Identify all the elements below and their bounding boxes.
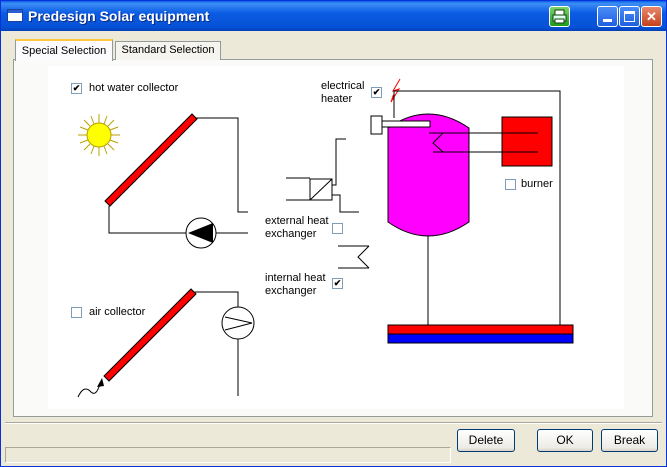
tank-piping: [393, 90, 561, 325]
air-collector-label: air collector: [89, 306, 146, 318]
minimize-icon: [603, 19, 612, 22]
burner-label: burner: [521, 178, 553, 190]
external-heat-exchanger-label-line1: external heat: [265, 215, 329, 227]
maximize-icon: [624, 11, 635, 22]
hot-water-line: [387, 324, 574, 335]
printer-icon[interactable]: [549, 6, 570, 27]
air-duct: [194, 291, 239, 396]
app-icon: [7, 9, 23, 22]
minimize-button[interactable]: [597, 6, 618, 27]
footer-divider: [5, 422, 662, 424]
electrical-heater-checkbox[interactable]: [371, 87, 382, 98]
external-heat-exchanger-checkbox[interactable]: [332, 223, 343, 234]
external-heat-exchanger: [286, 138, 359, 213]
break-button[interactable]: Break: [601, 429, 658, 452]
close-button[interactable]: ✕: [641, 6, 662, 27]
hot-water-collector[interactable]: [104, 113, 198, 207]
burner-checkbox[interactable]: [505, 179, 516, 190]
window-title: Predesign Solar equipment: [28, 8, 210, 24]
system-schematic: [77, 78, 574, 398]
tab-standard-selection[interactable]: Standard Selection: [115, 41, 221, 60]
hot-water-collector-label: hot water collector: [89, 82, 179, 94]
cold-water-line: [387, 333, 574, 344]
maximize-button[interactable]: [619, 6, 640, 27]
pump-icon: [185, 217, 217, 249]
sun-icon: [78, 114, 120, 156]
burner-unit[interactable]: [501, 116, 553, 167]
internal-heat-exchanger-label-line1: internal heat: [265, 272, 326, 284]
delete-button[interactable]: Delete: [457, 429, 515, 452]
air-collector-checkbox[interactable]: [71, 307, 82, 318]
ok-button[interactable]: OK: [537, 429, 593, 452]
fan-icon: [221, 306, 255, 340]
status-bar: [5, 447, 451, 463]
internal-heat-exchanger-label-line2: exchanger: [265, 285, 317, 297]
internal-heat-exchanger-pipe: [338, 245, 370, 269]
title-bar[interactable]: Predesign Solar equipment ✕: [1, 1, 666, 31]
air-collector[interactable]: [103, 288, 197, 382]
close-icon: ✕: [646, 9, 657, 24]
air-flow-arrow-icon: [77, 378, 104, 398]
electrical-heater: [370, 115, 431, 135]
tab-special-selection[interactable]: Special Selection: [15, 39, 113, 61]
hot-water-collector-checkbox[interactable]: [71, 83, 82, 94]
system-diagram-canvas: hot water collector electrical heater bu…: [48, 66, 624, 409]
collector-loop: [108, 117, 248, 234]
storage-tank[interactable]: [387, 113, 470, 237]
electrical-heater-label-line1: electrical: [321, 80, 365, 92]
external-heat-exchanger-label-line2: exchanger: [265, 228, 317, 240]
printer-glyph: [552, 9, 567, 24]
electrical-heater-label-line2: heater: [321, 93, 353, 105]
internal-heat-exchanger-checkbox[interactable]: [332, 278, 343, 289]
